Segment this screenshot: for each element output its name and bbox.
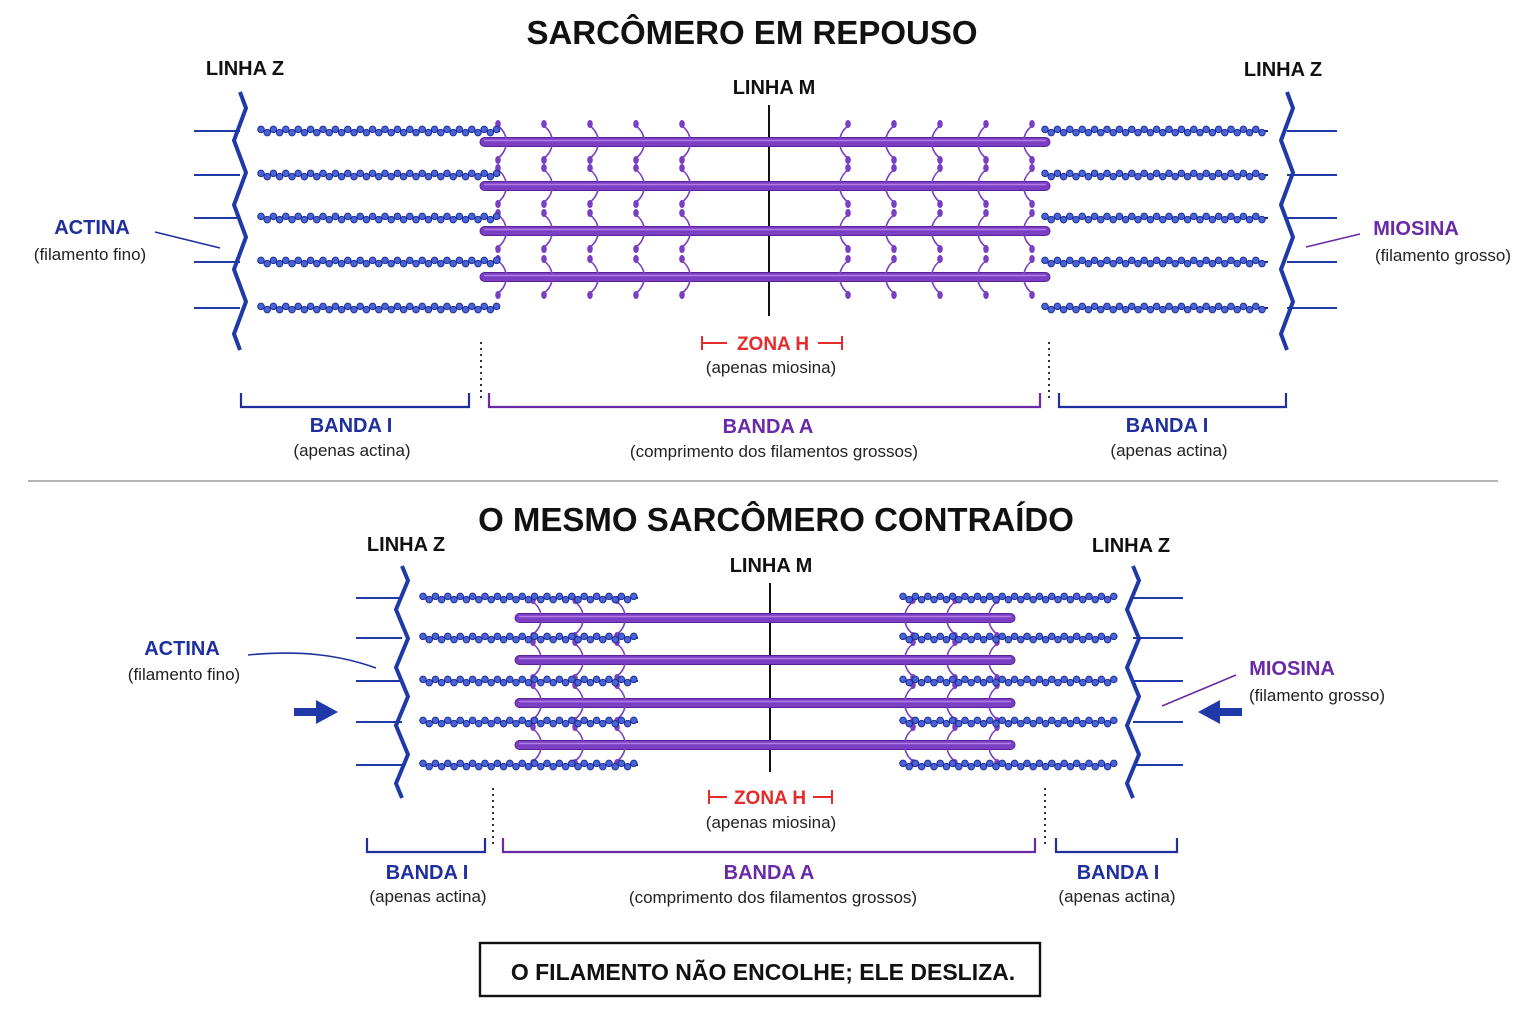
top-band-i-left-bracket bbox=[239, 393, 471, 409]
bottom-hzone-label: ZONA H bbox=[734, 788, 806, 809]
top-myosin-filament bbox=[479, 120, 1051, 164]
conclusion-text: O FILAMENTO NÃO ENCOLHE; ELE DESLIZA. bbox=[511, 958, 1015, 985]
bottom-myosin-sub: (filamento grosso) bbox=[1249, 686, 1385, 705]
bottom-actin-sub: (filamento fino) bbox=[128, 665, 240, 684]
bottom-myosin-pointer bbox=[1161, 674, 1237, 707]
top-hzone-label: ZONA H bbox=[737, 334, 809, 355]
bottom-sarcomere-drawing bbox=[356, 565, 1183, 799]
top-band-a-label: BANDA A bbox=[723, 416, 814, 438]
top-band-a-bracket bbox=[487, 393, 1042, 409]
contraction-arrow-left-icon bbox=[294, 700, 338, 724]
bottom-actin-filament-left bbox=[419, 632, 638, 644]
top-sarcomere-drawing bbox=[194, 91, 1337, 351]
top-band-i-right-label: BANDA I bbox=[1126, 415, 1209, 437]
top-actin-sub: (filamento fino) bbox=[34, 245, 146, 264]
bottom-title: O MESMO SARCÔMERO CONTRAÍDO bbox=[478, 500, 1074, 538]
top-zline-right-label: LINHA Z bbox=[1244, 59, 1322, 81]
bottom-actin-filament-right bbox=[899, 716, 1118, 728]
top-actin-filament-right bbox=[1041, 169, 1268, 181]
bottom-myosin-label: MIOSINA bbox=[1249, 658, 1335, 680]
bottom-actin-label: ACTINA bbox=[144, 638, 220, 660]
bottom-band-i-right-bracket bbox=[1054, 838, 1179, 854]
top-actin-filament-right bbox=[1041, 302, 1268, 314]
bottom-band-i-left-bracket bbox=[365, 838, 487, 854]
top-mline-label: LINHA M bbox=[733, 77, 816, 99]
bottom-actin-filament-left bbox=[419, 759, 638, 771]
bottom-zline-right-label: LINHA Z bbox=[1092, 535, 1170, 557]
bottom-band-i-right-sub: (apenas actina) bbox=[1058, 887, 1175, 906]
bottom-actin-filament-left bbox=[419, 675, 638, 687]
bottom-actin-filament-right bbox=[899, 632, 1118, 644]
bottom-myosin-filament bbox=[514, 638, 1016, 682]
top-actin-filament-right bbox=[1041, 256, 1268, 268]
top-actin-label: ACTINA bbox=[54, 217, 130, 239]
bottom-panel: O MESMO SARCÔMERO CONTRAÍDO LINHA Z LINH… bbox=[128, 500, 1385, 907]
contraction-arrow-right-icon bbox=[1198, 700, 1242, 724]
top-actin-filament-right bbox=[1041, 125, 1268, 137]
top-myosin-filament bbox=[479, 255, 1051, 299]
top-title: SARCÔMERO EM REPOUSO bbox=[526, 13, 977, 51]
top-zline-left-label: LINHA Z bbox=[206, 58, 284, 80]
conclusion-box: O FILAMENTO NÃO ENCOLHE; ELE DESLIZA. bbox=[478, 941, 1042, 998]
bottom-band-a-label: BANDA A bbox=[724, 862, 815, 884]
top-panel: SARCÔMERO EM REPOUSO LINHA Z LINHA Z LIN… bbox=[34, 13, 1511, 461]
top-hzone-marker bbox=[701, 336, 843, 350]
top-actin-pointer bbox=[154, 231, 221, 249]
bottom-actin-filament-right bbox=[899, 759, 1118, 771]
top-band-a-sub: (comprimento dos filamentos grossos) bbox=[630, 442, 918, 461]
top-actin-filament-right bbox=[1041, 212, 1268, 224]
top-actin-filament-left bbox=[257, 169, 501, 181]
bottom-band-i-left-sub: (apenas actina) bbox=[369, 887, 486, 906]
bottom-actin-filament-left bbox=[419, 716, 638, 728]
top-myosin-filament bbox=[479, 164, 1051, 208]
bottom-mline-label: LINHA M bbox=[730, 555, 813, 577]
top-myosin-filament bbox=[479, 209, 1051, 253]
top-band-i-right-bracket bbox=[1057, 393, 1288, 409]
top-myosin-label: MIOSINA bbox=[1373, 218, 1459, 240]
top-myosin-sub: (filamento grosso) bbox=[1375, 246, 1511, 265]
bottom-actin-filament-left bbox=[419, 592, 638, 604]
top-zline-left bbox=[194, 91, 249, 351]
top-actin-filament-left bbox=[257, 256, 501, 268]
bottom-actin-filament-right bbox=[899, 675, 1118, 687]
bottom-zline-left bbox=[356, 565, 411, 799]
top-myosin-pointer bbox=[1305, 233, 1361, 248]
bottom-band-i-right-label: BANDA I bbox=[1077, 862, 1160, 884]
top-hzone-sub: (apenas miosina) bbox=[706, 358, 836, 377]
bottom-band-a-bracket bbox=[501, 838, 1037, 854]
bottom-band-i-left-label: BANDA I bbox=[386, 862, 469, 884]
top-actin-filament-left bbox=[257, 302, 501, 314]
top-actin-filament-left bbox=[257, 212, 501, 224]
bottom-hzone-marker bbox=[708, 790, 833, 804]
top-band-i-left-label: BANDA I bbox=[310, 415, 393, 437]
bottom-zline-right bbox=[1124, 565, 1183, 799]
bottom-actin-pointer bbox=[247, 652, 377, 669]
bottom-actin-filament-right bbox=[899, 592, 1118, 604]
top-zline-right bbox=[1278, 91, 1337, 351]
top-actin-filament-left bbox=[257, 125, 501, 137]
top-band-i-left-sub: (apenas actina) bbox=[293, 441, 410, 460]
top-band-i-right-sub: (apenas actina) bbox=[1110, 441, 1227, 460]
bottom-hzone-sub: (apenas miosina) bbox=[706, 813, 836, 832]
bottom-band-a-sub: (comprimento dos filamentos grossos) bbox=[629, 888, 917, 907]
bottom-zline-left-label: LINHA Z bbox=[367, 534, 445, 556]
